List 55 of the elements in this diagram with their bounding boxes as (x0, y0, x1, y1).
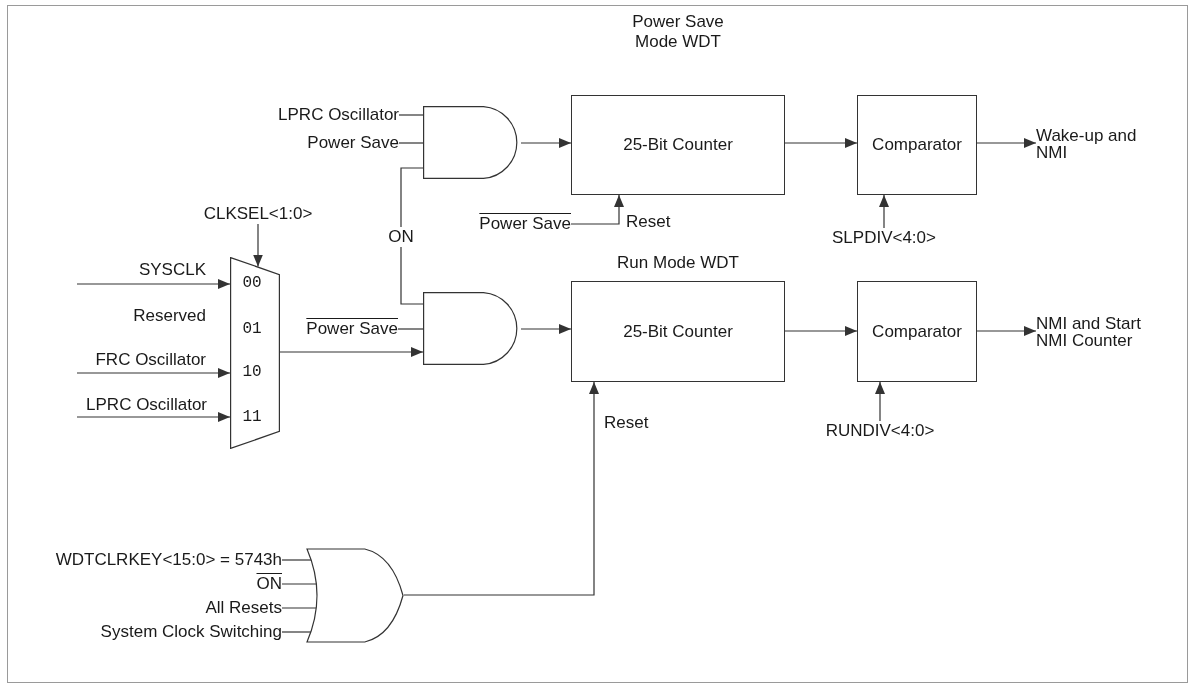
signal-label: SLPDIV<4:0> (832, 228, 936, 248)
signal-label: CLKSEL<1:0> (203, 204, 313, 224)
arrow (570, 194, 624, 225)
or-gate-symbol (306, 548, 404, 643)
block-title: Run Mode WDT (617, 253, 739, 273)
signal-label: Power Save (479, 214, 571, 234)
connector-line (281, 559, 312, 561)
signal-label: Power Save (306, 319, 398, 339)
arrow (784, 138, 858, 148)
block-label: Comparator (872, 135, 962, 155)
connector-line (397, 328, 424, 330)
signal-label: LPRC Oscillator (86, 395, 207, 415)
block-label: 25-Bit Counter (623, 321, 733, 342)
comparator-block (857, 95, 977, 195)
connector-line (398, 142, 424, 144)
block-label: Comparator (872, 321, 962, 342)
arrow (76, 368, 231, 378)
arrow (976, 138, 1037, 148)
signal-label: ON (256, 574, 282, 594)
arrow (76, 412, 231, 422)
edge-label: Reset (626, 212, 671, 232)
select-code-label: 01 (242, 319, 262, 339)
arrow (976, 326, 1037, 336)
signal-label: RUNDIV<4:0> (825, 421, 935, 441)
signal-label: SYSCLK (138, 260, 206, 280)
connector-line (281, 583, 317, 585)
signal-label: Reserved (133, 306, 206, 326)
arrow (784, 326, 858, 336)
signal-label: FRC Oscillator (95, 350, 206, 370)
connector-line (281, 607, 317, 609)
arrow (879, 194, 889, 229)
signal-label: System Clock Switching (100, 622, 282, 642)
arrow (520, 138, 572, 148)
signal-label: Power Save (307, 133, 399, 153)
output-label: Wake-up and NMI (1036, 127, 1156, 161)
select-code-label: 11 (242, 407, 262, 427)
comparator-block (857, 281, 977, 382)
block-label: 25-Bit Counter (623, 135, 733, 155)
arrow (520, 324, 572, 334)
arrow (76, 279, 231, 289)
connector-line (281, 631, 312, 633)
arrow (403, 381, 599, 596)
connector-line (398, 114, 424, 116)
signal-label: LPRC Oscillator (278, 105, 399, 125)
signal-label: WDTCLRKEY<15:0> = 5743h (55, 550, 282, 570)
connector-line (400, 167, 424, 305)
arrow (253, 223, 263, 268)
arrow (875, 381, 885, 422)
edge-label: Reset (604, 413, 649, 433)
block-title: Power Save Mode WDT (631, 12, 725, 52)
output-label: NMI and Start NMI Counter (1036, 315, 1156, 349)
select-code-label: 00 (242, 273, 262, 293)
signal-label: All Resets (205, 598, 282, 618)
select-code-label: 10 (242, 362, 262, 382)
arrow (279, 347, 424, 357)
